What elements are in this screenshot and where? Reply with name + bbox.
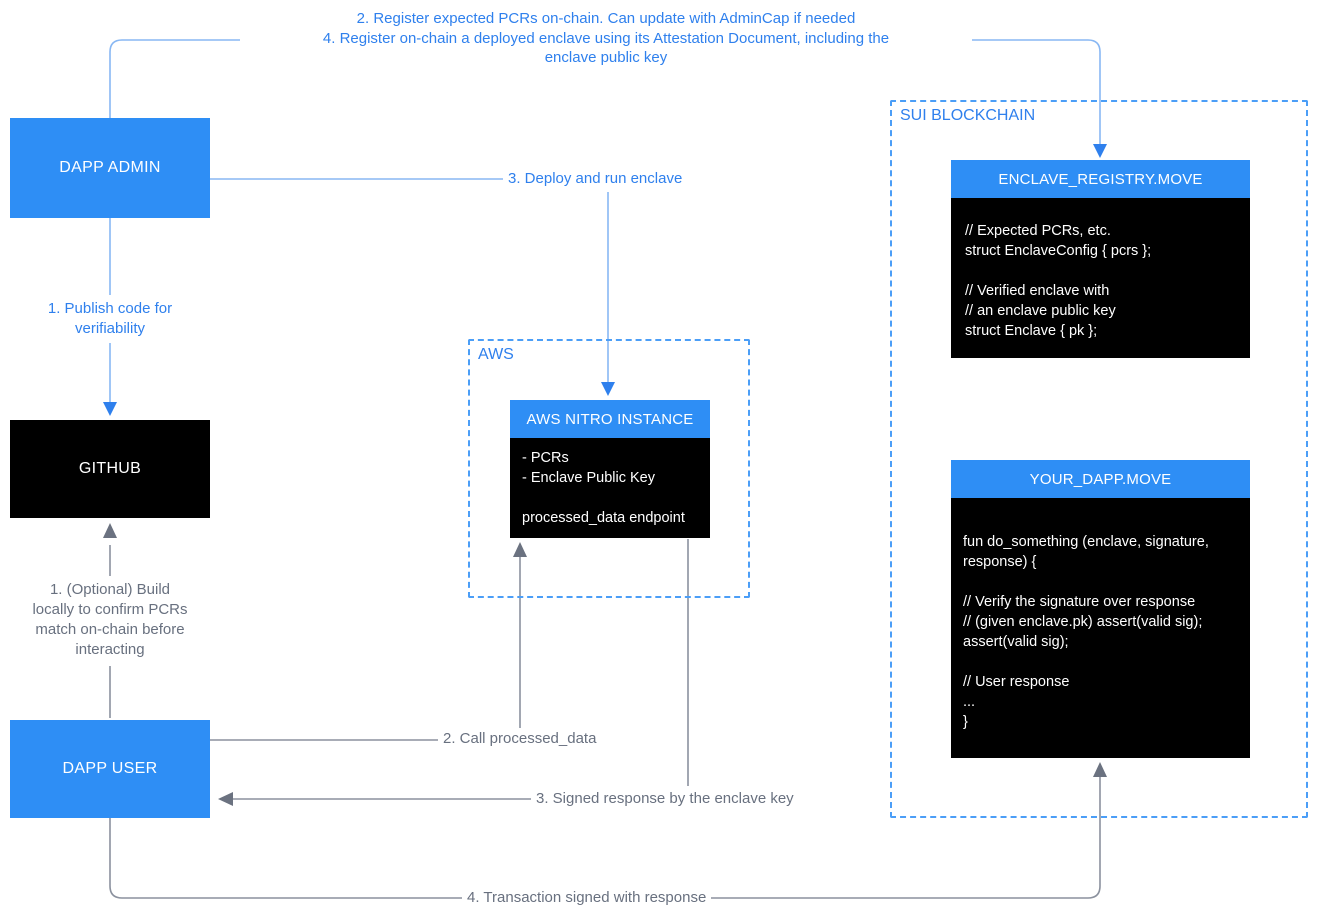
label-call-processed: 2. Call processed_data <box>440 729 600 749</box>
enclave-registry-code: // Expected PCRs, etc. struct EnclaveCon… <box>951 198 1250 358</box>
sui-group: SUI BLOCKCHAIN <box>890 100 1308 818</box>
label-txn-signed: 4. Transaction signed with response <box>462 888 712 908</box>
enclave-registry-title: ENCLAVE_REGISTRY.MOVE <box>951 160 1250 198</box>
node-github: GITHUB <box>10 420 210 518</box>
enclave-registry-box: ENCLAVE_REGISTRY.MOVE // Expected PCRs, … <box>951 160 1250 358</box>
your-dapp-code: fun do_something (enclave, signature, re… <box>951 498 1250 758</box>
arrowhead-into-nitro-bottom-icon <box>513 542 527 557</box>
node-dapp-user: DAPP USER <box>10 720 210 818</box>
annotation-register-pcrs: 2. Register expected PCRs on-chain. Can … <box>356 10 856 27</box>
your-dapp-box: YOUR_DAPP.MOVE fun do_something (enclave… <box>951 460 1250 758</box>
aws-group: AWS <box>468 339 750 598</box>
sui-group-label: SUI BLOCKCHAIN <box>900 107 1036 124</box>
arrowhead-into-registry-icon <box>1093 144 1107 158</box>
arrowhead-into-github-icon <box>103 402 117 416</box>
label-signed-response: 3. Signed response by the enclave key <box>533 789 797 809</box>
node-dapp-admin: DAPP ADMIN <box>10 118 210 218</box>
label-publish-code: 1. Publish code for verifiability <box>20 299 200 339</box>
dapp-user-label: DAPP USER <box>62 760 158 777</box>
arrowhead-into-yourdapp-icon <box>1093 762 1107 777</box>
dapp-admin-label: DAPP ADMIN <box>59 159 161 176</box>
aws-group-label: AWS <box>478 346 514 363</box>
annotation-register-enclave: 4. Register on-chain a deployed enclave … <box>322 29 890 67</box>
top-annotation: 2. Register expected PCRs on-chain. Can … <box>240 9 972 68</box>
arrowhead-into-nitro-icon <box>601 382 615 396</box>
aws-nitro-title: AWS NITRO INSTANCE <box>510 400 710 438</box>
aws-nitro-code: - PCRs - Enclave Public Key processed_da… <box>510 438 710 538</box>
github-label: GITHUB <box>78 460 142 477</box>
label-optional-build: 1. (Optional) Build locally to confirm P… <box>10 580 210 660</box>
aws-nitro-box: AWS NITRO INSTANCE - PCRs - Enclave Publ… <box>510 400 710 538</box>
label-deploy-run: 3. Deploy and run enclave <box>505 169 686 189</box>
arrowhead-into-user-icon <box>218 792 233 806</box>
your-dapp-title: YOUR_DAPP.MOVE <box>951 460 1250 498</box>
arrowhead-into-github-bottom-icon <box>103 523 117 538</box>
